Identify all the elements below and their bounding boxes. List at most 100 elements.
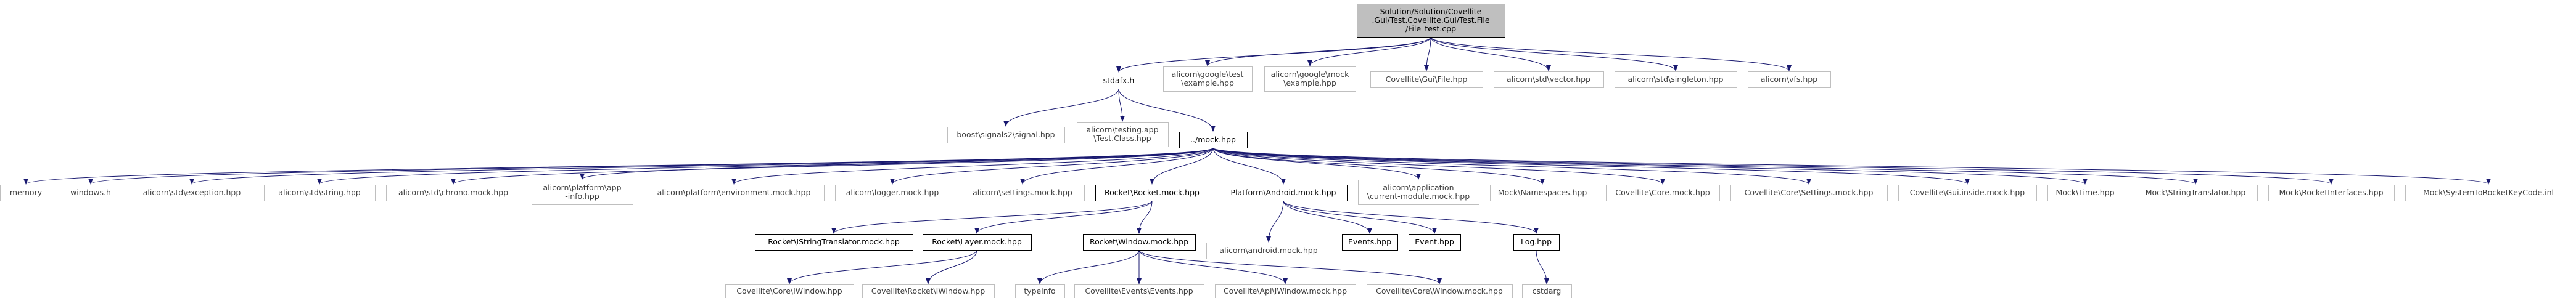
edge-root-to-gmock_example — [1307, 36, 1431, 66]
node-label-line: Rocket\Rocket.mock.hpp — [1105, 188, 1200, 197]
node-label-line: Log.hpp — [1521, 237, 1552, 246]
node-label-line: boost\signals2\signal.hpp — [957, 130, 1055, 139]
node-box — [532, 180, 633, 205]
node-box — [1490, 185, 1595, 201]
node-box — [1083, 234, 1196, 251]
graph-node-mock_namespaces: Mock\Namespaces.hpp — [1490, 185, 1595, 201]
edge-stdafx-to-mock — [1118, 88, 1216, 132]
graph-node-gui_file: Covellite\Gui\File.hpp — [1370, 71, 1483, 88]
graph-node-gtest_example: alicorn\google\test\example.hpp — [1163, 66, 1253, 92]
node-label-line: \Test.Class.hpp — [1093, 134, 1151, 143]
node-label-line: Mock\Time.hpp — [2055, 188, 2114, 197]
node-label-line: Rocket\IStringTranslator.mock.hpp — [768, 237, 900, 246]
edge-log_hpp-to-cstdarg — [1536, 249, 1549, 284]
node-box — [1179, 132, 1248, 148]
graph-node-core_iwindow: Covellite\Core\IWindow.hpp — [725, 284, 854, 298]
edge-mock-to-mock_namespaces — [1212, 147, 1545, 185]
graph-node-events_hpp[interactable]: Events.hpp — [1342, 234, 1398, 251]
graph-node-rocket_layer[interactable]: Rocket\Layer.mock.hpp — [923, 234, 1032, 251]
node-box — [1264, 66, 1356, 92]
node-box — [1367, 284, 1513, 298]
node-label-line: alicorn\std\chrono.mock.hpp — [398, 188, 508, 197]
edge-rocket_layer-to-rocket_iwindow — [926, 249, 977, 284]
graph-node-rocket_iwindow: Covellite\Rocket\IWindow.hpp — [862, 284, 995, 298]
edge-rocket_rocket-to-rocket_window — [1137, 200, 1153, 234]
node-box — [1098, 73, 1140, 89]
node-box — [131, 185, 253, 201]
node-box — [644, 185, 825, 201]
node-label-line: windows.h — [70, 188, 111, 197]
node-label-line: Covellite\Api\IWindow.mock.hpp — [1224, 286, 1347, 296]
edge-root-to-std_vector — [1430, 36, 1551, 71]
node-label-line: alicorn\testing.app — [1086, 125, 1158, 134]
node-label-line: \current-module.mock.hpp — [1367, 191, 1470, 201]
edge-mock-to-std_string — [317, 147, 1214, 185]
node-box — [1370, 71, 1483, 88]
node-box — [1606, 185, 1720, 201]
graph-node-stdafx[interactable]: stdafx.h — [1098, 73, 1140, 89]
graph-node-android_mock: alicorn\android.mock.hpp — [1206, 243, 1331, 259]
node-label-line: alicorn\std\singleton.hpp — [1628, 74, 1724, 84]
graph-node-rocket_window[interactable]: Rocket\Window.mock.hpp — [1083, 234, 1196, 251]
edge-stdafx-to-testing_class — [1118, 88, 1125, 122]
node-label-line: alicorn\google\test — [1172, 70, 1244, 79]
node-box — [1342, 234, 1398, 251]
edge-root-to-gtest_example — [1205, 36, 1431, 66]
node-label-line: alicorn\android.mock.hpp — [1219, 246, 1317, 255]
node-box — [0, 185, 52, 201]
edge-platform_android-to-android_mock — [1266, 200, 1284, 243]
node-label-line: alicorn\settings.mock.hpp — [973, 188, 1072, 197]
edge-stdafx-to-boost_signal — [1003, 88, 1119, 127]
node-label-line: Covellite\Core\Settings.mock.hpp — [1745, 188, 1874, 197]
node-label-line: Covellite\Core\Window.mock.hpp — [1376, 286, 1503, 296]
node-box — [1015, 284, 1065, 298]
edge-root-to-vfs — [1430, 36, 1792, 71]
node-label-line: alicorn\std\exception.hpp — [143, 188, 241, 197]
node-label-line: alicorn\platform\app — [543, 183, 621, 192]
edge-mock-to-platform_app_info — [580, 147, 1214, 180]
node-label-line: Mock\StringTranslator.hpp — [2146, 188, 2246, 197]
graph-node-rocket_istring[interactable]: Rocket\IStringTranslator.mock.hpp — [755, 234, 913, 251]
graph-node-core_settings: Covellite\Core\Settings.mock.hpp — [1730, 185, 1888, 201]
node-label-line: Platform\Android.mock.hpp — [1231, 188, 1336, 197]
edge-mock-to-logger — [890, 147, 1214, 185]
edge-mock-to-mock_rocket_interfaces — [1212, 147, 2334, 185]
node-label-line: Covellite\Gui.inside.mock.hpp — [1910, 188, 2025, 197]
graph-node-event_hpp[interactable]: Event.hpp — [1409, 234, 1461, 251]
graph-node-platform_app_info: alicorn\platform\app-info.hpp — [532, 180, 633, 205]
edge-mock-to-settings — [1020, 147, 1214, 185]
edge-root-to-std_singleton — [1430, 36, 1678, 71]
node-box — [386, 185, 521, 201]
node-box — [1357, 4, 1505, 38]
node-label-line: \example.hpp — [1283, 78, 1336, 87]
edge-mock-to-gui_inside — [1212, 147, 1970, 185]
graph-node-platform_android[interactable]: Platform\Android.mock.hpp — [1220, 185, 1348, 201]
edge-rocket_rocket-to-rocket_layer — [974, 200, 1153, 234]
edge-mock-to-windows — [88, 147, 1214, 185]
node-label-line: Covellite\Core.mock.hpp — [1615, 188, 1710, 197]
node-label-line: \example.hpp — [1181, 78, 1234, 87]
edge-mock-to-mock_system_to_rocket — [1212, 147, 2491, 185]
edge-mock-to-platform_android — [1212, 147, 1286, 185]
edge-platform_android-to-log_hpp — [1283, 200, 1539, 234]
node-label-line: alicorn\std\vector.hpp — [1507, 74, 1590, 84]
node-label-line: Events.hpp — [1348, 237, 1391, 246]
node-box — [2047, 185, 2123, 201]
node-label-line: .Gui/Test.Covellite.Gui/Test.File — [1372, 15, 1489, 25]
graph-node-mock[interactable]: ../mock.hpp — [1179, 132, 1248, 148]
node-label-line: /File_test.cpp — [1405, 24, 1456, 33]
edge-mock-to-rocket_rocket — [1150, 147, 1214, 185]
graph-node-root[interactable]: Solution/Solution/Covellite.Gui/Test.Cov… — [1357, 4, 1505, 38]
edge-mock-to-covellite_core_mock — [1212, 147, 1665, 185]
node-label-line: typeinfo — [1024, 286, 1055, 296]
node-label-line: Covellite\Events\Events.hpp — [1085, 286, 1193, 296]
node-box — [1615, 71, 1737, 88]
graph-node-logger: alicorn\logger.mock.hpp — [835, 185, 950, 201]
graph-node-std_string: alicorn\std\string.hpp — [264, 185, 376, 201]
graph-node-rocket_rocket[interactable]: Rocket\Rocket.mock.hpp — [1095, 185, 1209, 201]
node-box — [1358, 180, 1479, 205]
graph-node-log_hpp[interactable]: Log.hpp — [1513, 234, 1560, 251]
graph-node-typeinfo: typeinfo — [1015, 284, 1065, 298]
node-label-line: Covellite\Rocket\IWindow.hpp — [871, 286, 986, 296]
